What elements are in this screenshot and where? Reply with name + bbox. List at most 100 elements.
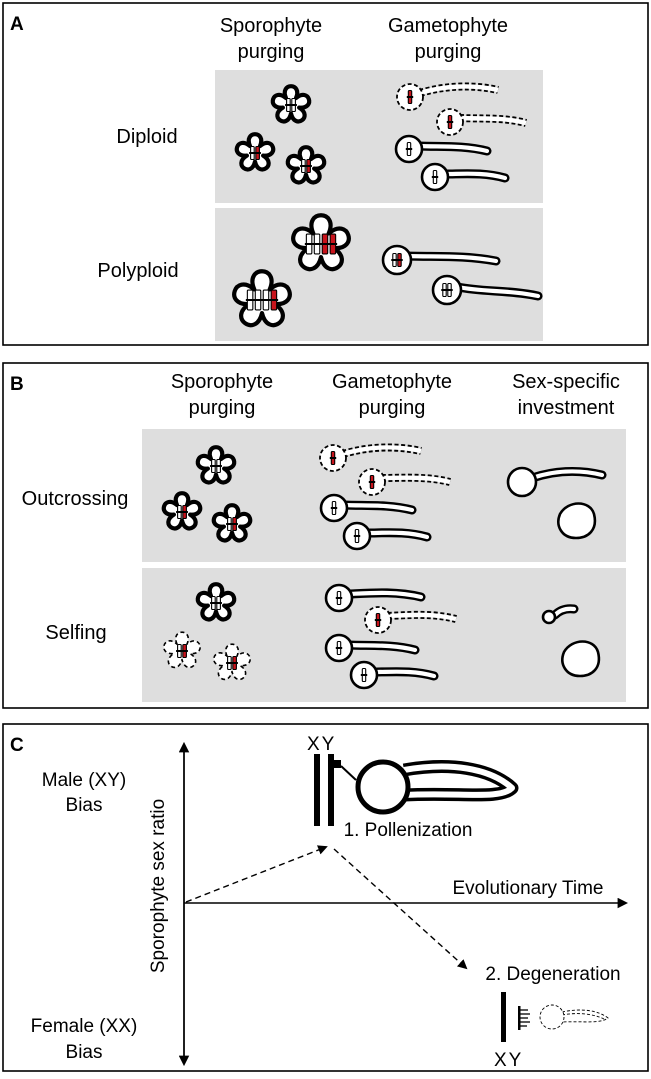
flower-petals <box>270 84 312 124</box>
panel-b-col2-line2: purging <box>359 397 426 419</box>
flower-petals <box>211 503 253 543</box>
xy-top-label: XY <box>307 734 336 755</box>
flower-petals <box>232 269 292 328</box>
pollen-tube-inner <box>371 669 437 679</box>
pollen-grain <box>506 466 538 498</box>
centromere <box>290 104 297 106</box>
flower-petals <box>234 132 276 172</box>
outcrossing-pollen <box>342 521 432 551</box>
centromere <box>269 299 279 301</box>
polyploid-flower <box>232 269 292 328</box>
xy-bottom-label: XY <box>494 1050 523 1071</box>
panel-b-col3-line2: investment <box>518 397 615 419</box>
centromere <box>431 176 439 178</box>
outcrossing-pollen-purged <box>358 468 451 496</box>
panel-b-row-outcrossing: Outcrossing <box>22 488 129 510</box>
panel-c-letter: C <box>10 735 24 756</box>
centromere <box>226 523 233 525</box>
panel-b-letter: B <box>10 374 24 395</box>
centromere <box>176 511 183 513</box>
panel-a-col2-line2: purging <box>415 41 482 63</box>
gene-pointer <box>340 765 357 781</box>
pollenization-illustration <box>314 754 519 826</box>
pollen-tube-inner <box>416 143 490 154</box>
panel-b: B Sporophyte purging Gametophyte purging… <box>2 362 649 709</box>
centromere <box>249 152 256 154</box>
panel-b-row-selfing: Selfing <box>45 622 106 644</box>
outcrossing-pollen-purged <box>319 443 422 472</box>
diploid-flower <box>285 145 327 185</box>
outcrossing-flower <box>161 491 203 531</box>
centromere <box>215 465 222 467</box>
diploid-pollen <box>394 134 492 164</box>
flower-petals <box>161 491 203 531</box>
diploid-pollen <box>420 162 510 192</box>
centromere <box>405 148 413 150</box>
ovule-selfing <box>561 640 601 678</box>
centromere <box>300 165 307 167</box>
pollen-tube-inner <box>341 502 415 513</box>
centromere <box>320 243 330 245</box>
centromere <box>254 152 261 154</box>
centromere <box>391 259 398 261</box>
pollen-tube-inner <box>364 530 430 540</box>
outcrossing-flower <box>211 503 253 543</box>
selfing-pollen <box>324 583 426 613</box>
pollen-tube-inner <box>342 445 422 457</box>
centromere <box>396 259 403 261</box>
selfing-flower <box>195 582 237 622</box>
pollen-tube-degenerate <box>561 1009 609 1023</box>
centromere <box>304 243 314 245</box>
pollen-tube-inner <box>552 606 577 618</box>
pollen-tube-inner <box>529 469 605 481</box>
flower-petals <box>285 145 327 185</box>
centromere <box>368 481 376 483</box>
flower-petals <box>163 631 201 669</box>
centromere <box>305 165 312 167</box>
diploid-flower <box>270 84 312 124</box>
ovule-outcrossing <box>557 502 597 540</box>
male-investment-outcrossing <box>506 466 607 498</box>
x-axis-label: Evolutionary Time <box>452 878 603 899</box>
stage1-label: 1. Pollenization <box>344 820 473 841</box>
centromere <box>176 650 183 652</box>
pollen-tube-inner <box>405 253 499 264</box>
selfing-flower-purged <box>163 631 201 669</box>
centromere <box>245 299 255 301</box>
panel-a-diploid-background <box>215 70 543 203</box>
pollen-tube-inner <box>346 642 418 653</box>
centromere <box>285 104 292 106</box>
pollen-grain-large <box>355 759 411 815</box>
diploid-pollen-purged <box>396 82 499 111</box>
panel-a-col2-line1: Gametophyte <box>388 15 508 37</box>
centromere <box>210 602 217 604</box>
centromere <box>329 457 337 459</box>
female-bias-label-line1: Female (XX) <box>31 1016 138 1037</box>
centromere <box>360 674 368 676</box>
centromere <box>353 535 361 537</box>
female-bias-label-line2: Bias <box>66 1042 103 1063</box>
male-bias-label-line1: Male (XY) <box>42 770 126 791</box>
centromere <box>335 647 343 649</box>
pollen-grain-degenerate <box>539 1004 565 1030</box>
diploid-flower <box>234 132 276 172</box>
panel-b-col3-line1: Sex-specific <box>512 371 620 393</box>
selfing-pollen-purged <box>364 606 457 634</box>
y-chromosome <box>328 754 334 826</box>
panel-a-col1-line1: Sporophyte <box>220 15 322 37</box>
stage2-label: 2. Degeneration <box>485 964 620 985</box>
panel-b-col1-line1: Sporophyte <box>171 371 273 393</box>
outcrossing-flower <box>195 445 237 485</box>
centromere <box>226 662 233 664</box>
pollen-tube-large-inner <box>403 763 515 798</box>
centromere <box>446 289 453 291</box>
flower-petals <box>195 582 237 622</box>
pollen-grain <box>541 609 557 625</box>
male-bias-label-line2: Bias <box>66 795 103 816</box>
pollenization-arrow <box>185 845 328 903</box>
y-axis-label: Sporophyte sex ratio <box>148 799 169 973</box>
centromere <box>253 299 263 301</box>
degeneration-illustration <box>501 992 609 1042</box>
panel-b-col1-line2: purging <box>189 397 256 419</box>
